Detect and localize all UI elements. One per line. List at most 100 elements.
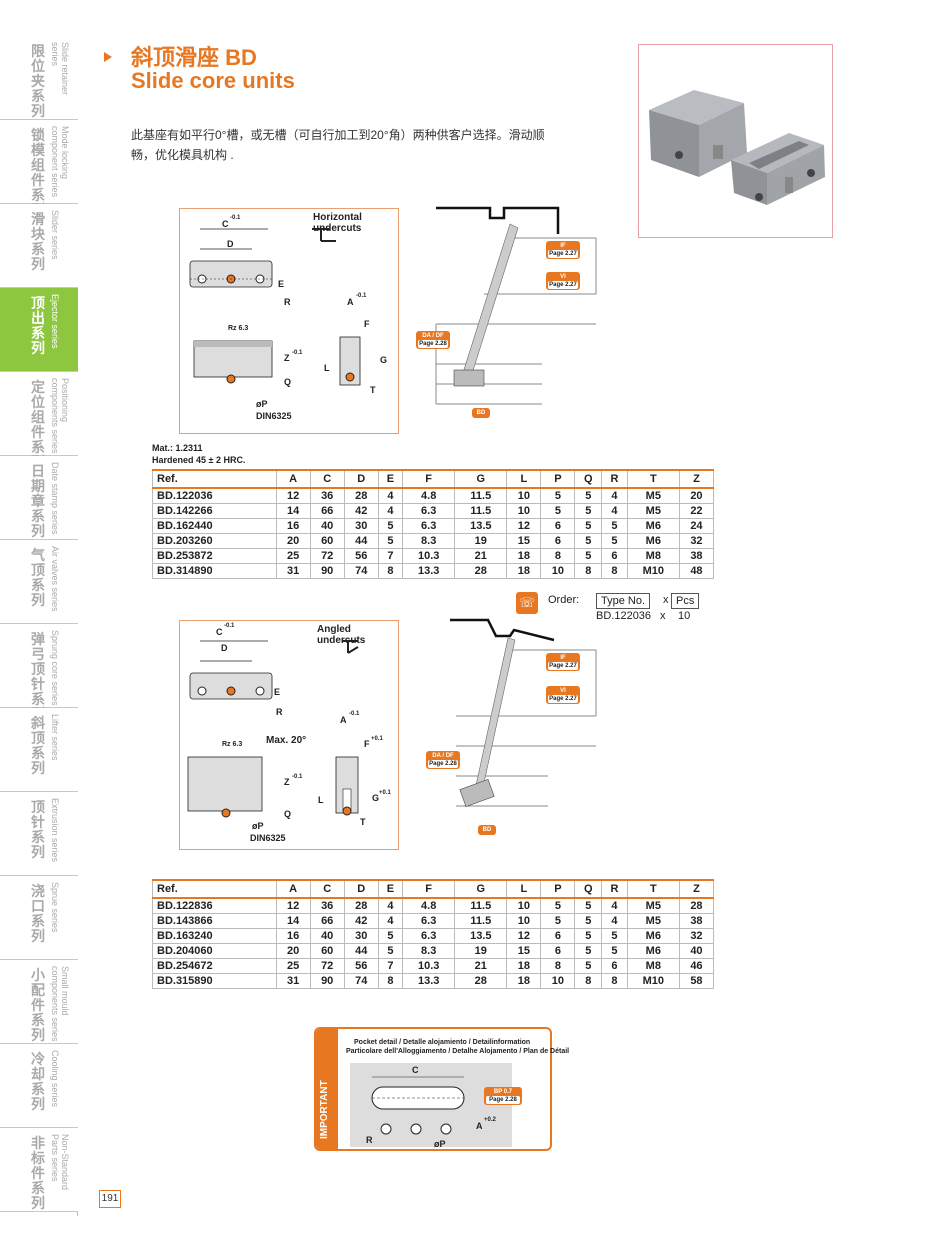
sidebar-item-label-zh: 斜顶系列	[31, 715, 45, 776]
column-header: D	[343, 469, 379, 489]
column-header: G	[454, 879, 508, 899]
dim-d: D	[221, 643, 228, 653]
table-cell: 40	[309, 517, 345, 534]
table-cell: 13.3	[402, 972, 456, 989]
sidebar-item[interactable]: 定位组件系列Positioning components series	[0, 372, 78, 470]
table-cell: 18	[506, 972, 542, 989]
table-cell: M10	[626, 972, 680, 989]
sidebar-item-label-en: Ejector series	[50, 294, 60, 349]
table-cell: 5	[540, 912, 576, 929]
material-spec: Mat.: 1.2311 Hardened 45 ± 2 HRC.	[152, 442, 245, 466]
sidebar-item-label-en: Air valves series	[50, 546, 60, 612]
table-cell: 56	[343, 547, 379, 564]
table-cell: 10	[540, 562, 576, 579]
table-cell: 15	[506, 942, 542, 959]
sidebar-item-label-en: Cooling series	[50, 1050, 60, 1108]
table-cell: 5	[377, 942, 404, 959]
rz-mark: Rz 6.3	[228, 325, 249, 332]
sidebar-item-label-en: Sprue series	[50, 882, 60, 933]
table-cell: 42	[343, 912, 379, 929]
table-cell: M5	[626, 912, 680, 929]
table-cell: 11.5	[454, 897, 508, 914]
table-cell: 8	[540, 957, 576, 974]
dim-r: R	[284, 297, 291, 307]
column-header: E	[377, 879, 404, 899]
dim-a: A	[347, 297, 354, 307]
sidebar-item[interactable]: 锁模组件系列Mode locking component series	[0, 120, 78, 218]
table-cell: 5	[377, 517, 404, 534]
table-cell: 31	[275, 562, 311, 579]
dim-f: F	[364, 319, 370, 329]
table-cell: 4	[377, 502, 404, 519]
table-cell: 10.3	[402, 957, 456, 974]
table-cell: 4	[377, 912, 404, 929]
table-cell: 6	[540, 927, 576, 944]
sidebar-item-label-zh: 顶针系列	[31, 799, 45, 860]
sidebar-item[interactable]: 滑块系列 Slider series	[0, 204, 78, 288]
table-cell: 32	[678, 927, 715, 944]
table-cell: BD.143866	[152, 912, 277, 929]
column-header: T	[626, 879, 680, 899]
order-example-x: x	[660, 610, 666, 622]
column-header: A	[275, 879, 311, 899]
column-header: F	[402, 469, 456, 489]
table-cell: 5	[574, 912, 603, 929]
table-cell: 12	[275, 897, 311, 914]
table-cell: 4	[601, 912, 628, 929]
table-cell: 40	[309, 927, 345, 944]
sidebar-item-label-zh: 限位夹系列	[31, 43, 45, 119]
table-cell: 44	[343, 942, 379, 959]
product-photo	[638, 44, 833, 238]
callout-bd-2: BD	[478, 825, 496, 835]
column-header: Q	[574, 879, 603, 899]
table-cell: 25	[275, 547, 311, 564]
table-cell: BD.122836	[152, 897, 277, 914]
table-cell: 5	[574, 517, 603, 534]
sidebar-item-label-en: Small mould components series	[50, 966, 70, 1042]
table-cell: M8	[626, 957, 680, 974]
table-cell: BD.163240	[152, 927, 277, 944]
table-cell: 40	[678, 942, 715, 959]
table-cell: 10	[506, 897, 542, 914]
sidebar-item-label-zh: 滑块系列	[31, 211, 45, 272]
sidebar-item-label-zh: 浇口系列	[31, 883, 45, 944]
table-cell: 11.5	[454, 487, 508, 504]
din-standard: DIN6325	[256, 411, 292, 421]
table-cell: 5	[574, 532, 603, 549]
table-cell: 5	[540, 502, 576, 519]
sidebar-item-label-en: Slider series	[50, 210, 60, 260]
sidebar-item-label-en: Positioning components series	[50, 378, 70, 454]
table-cell: 8	[601, 972, 628, 989]
sidebar-item[interactable]: 浇口系列 Sprue series	[0, 876, 78, 960]
table-cell: 4	[377, 897, 404, 914]
dim-g: G	[380, 355, 388, 365]
table-cell: 32	[678, 532, 715, 549]
table-cell: 13.5	[454, 517, 508, 534]
order-phone-icon: ☏	[516, 592, 538, 614]
din-standard: DIN6325	[250, 833, 286, 843]
dim-p: øP	[256, 399, 268, 409]
table-cell: 4	[601, 502, 628, 519]
table-cell: 31	[275, 972, 311, 989]
dim-t: T	[370, 385, 376, 395]
column-header: T	[626, 469, 680, 489]
table-cell: 5	[377, 532, 404, 549]
table-cell: 5	[601, 927, 628, 944]
sidebar-item[interactable]: 弹弓顶针系列Sprung core series	[0, 624, 78, 722]
